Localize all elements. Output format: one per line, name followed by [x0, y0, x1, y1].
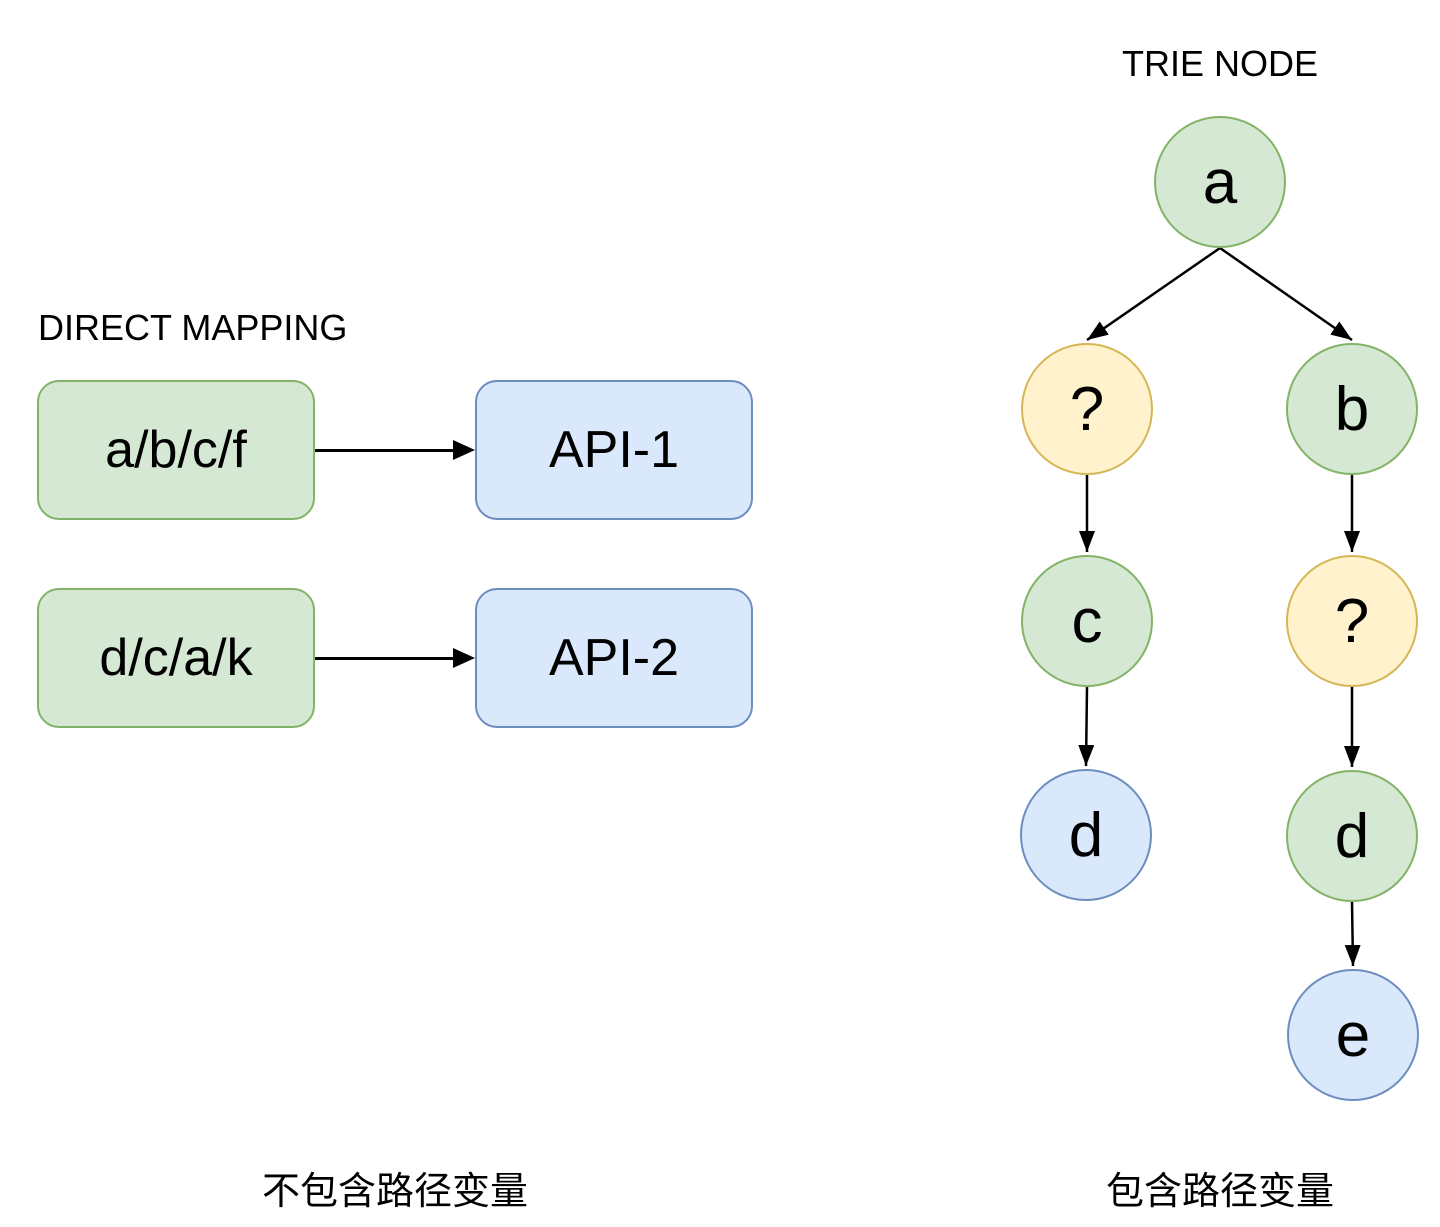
- trie-edge-c-d1: [1078, 686, 1095, 767]
- trie-node-q1: ?: [1021, 343, 1153, 475]
- trie-node-label: ?: [1069, 374, 1105, 444]
- trie-node-label: d: [1334, 801, 1370, 871]
- arrow-right-icon: [315, 648, 475, 668]
- trie-node-label: ?: [1334, 586, 1370, 656]
- path-box-2-label: d/c/a/k: [99, 629, 253, 687]
- path-box-2: d/c/a/k: [37, 588, 315, 728]
- trie-node-label: d: [1068, 800, 1104, 870]
- trie-node-d1: d: [1020, 769, 1152, 901]
- trie-edge-a-q1: [1086, 246, 1221, 342]
- trie-edge-a-b: [1219, 246, 1353, 342]
- trie-node-title: TRIE NODE: [1121, 43, 1318, 84]
- trie-node-label: a: [1202, 147, 1238, 217]
- trie-node-a: a: [1154, 116, 1286, 248]
- api-box-2: API-2: [475, 588, 753, 728]
- path-box-1-label: a/b/c/f: [105, 421, 247, 479]
- trie-edge-d2-e: [1344, 901, 1361, 967]
- api-box-1: API-1: [475, 380, 753, 520]
- trie-node-label: c: [1071, 586, 1103, 656]
- caption-with-path-variables: 包含路径变量: [1105, 1171, 1334, 1213]
- caption-no-path-variables: 不包含路径变量: [261, 1171, 528, 1213]
- direct-mapping-title: DIRECT MAPPING: [38, 307, 348, 348]
- api-box-2-label: API-2: [548, 629, 680, 687]
- trie-node-q2: ?: [1286, 555, 1418, 687]
- trie-node-d2: d: [1286, 770, 1418, 902]
- trie-node-c: c: [1021, 555, 1153, 687]
- trie-node-e: e: [1287, 969, 1419, 1101]
- arrow-right-icon: [315, 440, 475, 460]
- path-box-1: a/b/c/f: [37, 380, 315, 520]
- trie-node-b: b: [1286, 343, 1418, 475]
- trie-node-label: b: [1334, 374, 1370, 444]
- api-box-1-label: API-1: [548, 421, 680, 479]
- trie-node-label: e: [1335, 1000, 1371, 1070]
